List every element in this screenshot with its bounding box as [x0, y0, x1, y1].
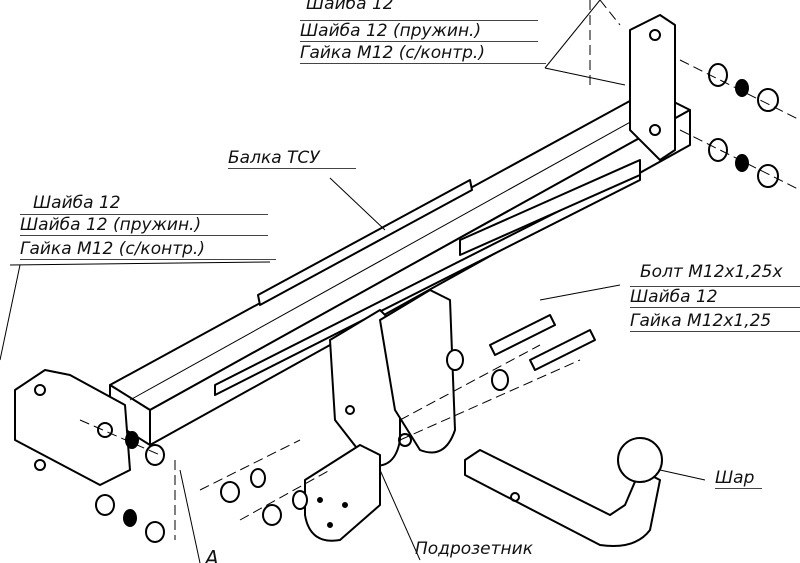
label-washer-12-left: Шайба 12 [33, 193, 121, 213]
bolts [489, 314, 596, 371]
label-beam: Балка ТСУ [228, 148, 356, 169]
label-lock-nut-top: Гайка М12 (с/контр.) [300, 43, 546, 64]
label-bolt: Болт М12х1,25х [640, 262, 783, 282]
center-lines [79, 0, 800, 540]
label-spring-washer-left: Шайба 12 (пружин.) [20, 214, 268, 236]
tow-ball-arm [464, 437, 663, 547]
fasteners [95, 63, 779, 543]
label-washer-12-bolt: Шайба 12 [630, 286, 800, 308]
label-partial-letter: А [205, 546, 219, 563]
label-ball: Шар [715, 468, 763, 489]
leader-lines [0, 0, 706, 563]
label-socket-bracket: Подрозетник [415, 539, 533, 559]
socket-bracket [304, 444, 381, 542]
hitch-mount-plates [329, 289, 456, 467]
tow-beam [109, 89, 691, 446]
label-nut-m12: Гайка М12х1,25 [630, 311, 800, 332]
label-spring-washer-top: Шайба 12 (пружин.) [300, 20, 538, 42]
label-lock-nut-left: Гайка М12 (с/контр.) [20, 239, 276, 260]
right-mount-bracket [629, 14, 676, 161]
label-washer-12-top: Шайба 12 [306, 0, 394, 14]
